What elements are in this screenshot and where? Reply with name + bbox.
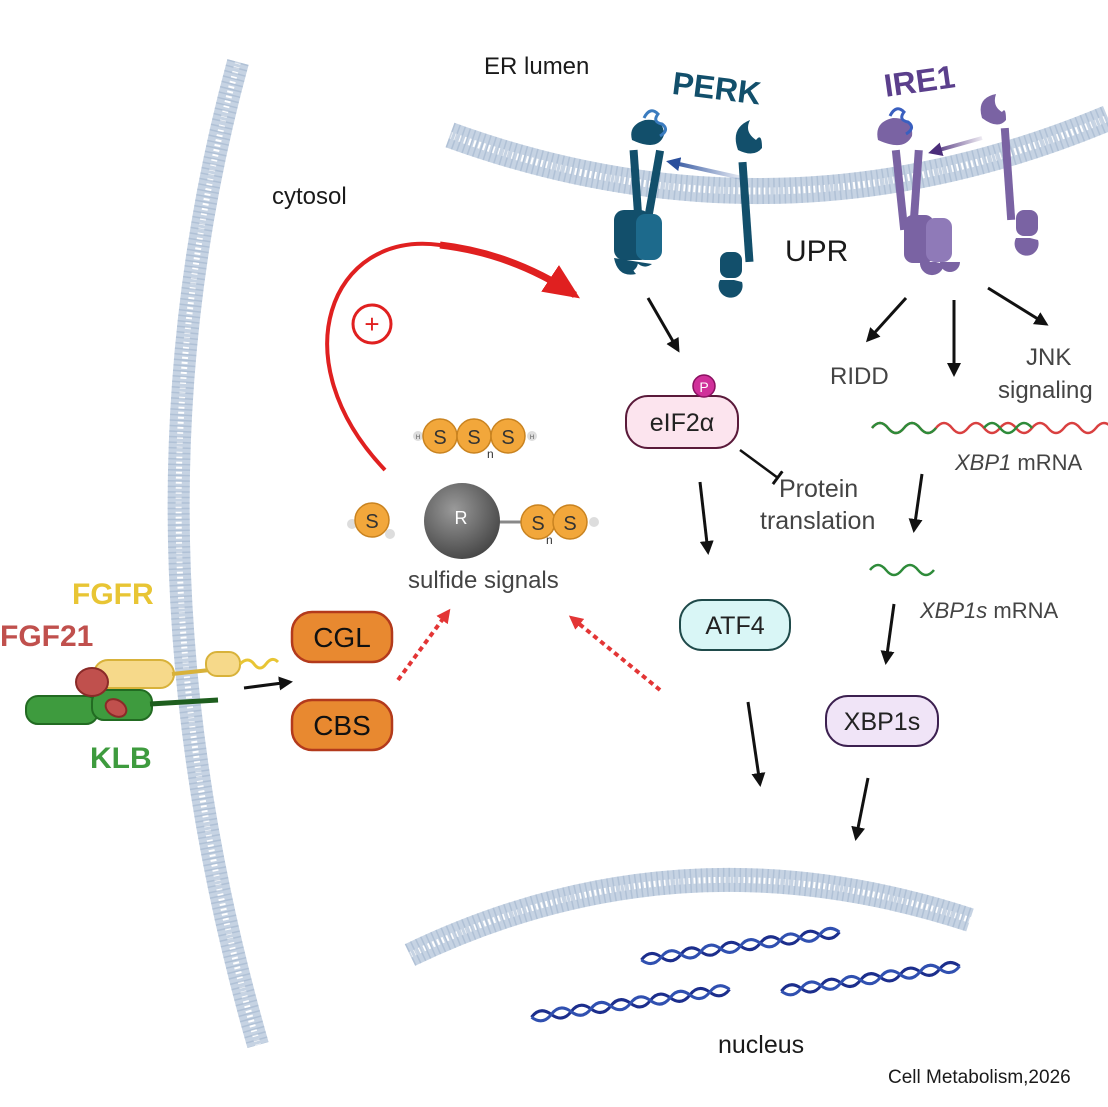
atf4-label: ATF4 — [705, 612, 764, 640]
jnk-label-line1: JNK — [1026, 344, 1071, 371]
eif2a-label: eIF2α — [650, 409, 714, 437]
arrow-xbp1s-mrna-to-protein — [880, 603, 896, 665]
arrow-eif2a-to-atf4 — [698, 481, 714, 555]
protein-translation-line2: translation — [760, 507, 875, 535]
xbp1s-mrna-label: XBP1s mRNA — [919, 598, 1058, 623]
upr-label: UPR — [785, 235, 848, 268]
phosphate-badge — [692, 374, 716, 398]
fgf21-label: FGF21 — [0, 620, 93, 653]
ire1-activation-arrow — [928, 136, 983, 157]
svg-text:S: S — [467, 427, 480, 449]
xbp1s-suffix-text: mRNA — [987, 598, 1058, 623]
fgfr-label: FGFR — [72, 578, 154, 611]
svg-text:S: S — [365, 511, 378, 533]
enzymes-to-sulfide-arrow — [396, 608, 451, 682]
svg-text:S: S — [531, 513, 544, 535]
arrow-perk-to-eif2a — [646, 297, 680, 353]
plus-circle — [351, 303, 393, 345]
ire1-monomer — [980, 94, 1039, 256]
perk-activation-arrow — [666, 157, 743, 180]
svg-text:S: S — [433, 427, 446, 449]
er-lumen-label: ER lumen — [484, 53, 589, 80]
cytosol-label: cytosol — [272, 183, 347, 210]
inhibit-eif2a-translation — [739, 448, 784, 486]
cgl-node: CGL — [290, 610, 394, 664]
svg-text:S: S — [501, 427, 514, 449]
cbs-label: CBS — [313, 710, 371, 741]
fgfr-receptor — [93, 651, 280, 689]
r-label: R — [455, 508, 468, 528]
fgf21-ligand — [75, 667, 128, 718]
sulfide-activation-arrows: + — [325, 241, 662, 692]
sulfide-signal-molecules: H H S S S n S R S S n — [347, 418, 599, 559]
arrow-xbp1s-to-nucleus — [851, 777, 870, 841]
perk-dimer — [614, 109, 667, 275]
pathway-arrows — [243, 286, 1049, 841]
xbp1-mrna-strands — [869, 421, 1108, 577]
jnk-label-line2: signaling — [998, 377, 1093, 404]
protein-r-sphere — [424, 483, 500, 559]
nucleus-label: nucleus — [718, 1031, 804, 1059]
svg-text:S: S — [563, 513, 576, 535]
sulfide-signals-label: sulfide signals — [408, 567, 559, 594]
persulfidated-protein: R S S n — [424, 483, 599, 559]
xbp1s-node: XBP1s — [825, 695, 939, 747]
svg-text:n: n — [546, 533, 553, 547]
ire1-dimer — [877, 107, 960, 276]
perk-monomer — [718, 120, 762, 298]
sulfur-atom — [552, 504, 588, 540]
protein-translation-line1: Protein — [779, 475, 858, 503]
xbp1-mrna-label: XBP1 mRNA — [954, 450, 1082, 475]
ire1-receptor-complex — [877, 94, 1039, 276]
svg-text:H: H — [416, 435, 420, 441]
xbp1s-mrna-wave — [869, 563, 935, 577]
arrow-receptor-to-enzymes — [243, 676, 293, 691]
sulfur-atom — [490, 418, 526, 454]
membranes — [167, 59, 1108, 1049]
ire1-label: IRE1 — [882, 58, 957, 104]
citation-label: Cell Metabolism,2026 — [888, 1067, 1071, 1088]
plus-sign: + — [364, 309, 379, 339]
dna-strand — [530, 984, 731, 1023]
atf4-node: ATF4 — [679, 599, 791, 651]
sulfur-atom — [354, 502, 390, 538]
cbs-node: CBS — [290, 698, 394, 752]
dna-strand — [780, 961, 961, 997]
svg-text:H: H — [530, 435, 534, 441]
arrow-ire1-to-jnk — [987, 286, 1049, 326]
klb-label: KLB — [90, 742, 152, 775]
ridd-label: RIDD — [830, 363, 889, 390]
pathway-nodes: eIF2α P ATF4 XBP1s CGL CBS — [290, 374, 939, 752]
fgf21-receptor-complex — [25, 651, 280, 725]
xbp1s-gene-text: XBP1s — [919, 598, 987, 623]
nuclear-dna — [530, 926, 961, 1023]
hydrogen-sulfide: S — [347, 502, 395, 539]
svg-text:P: P — [699, 379, 708, 395]
svg-text:n: n — [487, 447, 494, 461]
plasma-membrane — [167, 59, 269, 1049]
perk-receptor-complex — [614, 109, 762, 298]
arrow-atf4-to-nucleus — [746, 701, 766, 787]
xbp1-gene-text: XBP1 — [954, 450, 1011, 475]
dna-strand — [640, 926, 841, 965]
upr-to-sulfide-arrow — [568, 615, 662, 692]
xbp1-suffix-text: mRNA — [1011, 450, 1082, 475]
polysulfide-chain: H H S S S n — [413, 418, 537, 461]
arrow-xbp1-splicing — [908, 473, 924, 533]
perk-label: PERK — [670, 65, 763, 112]
eif2a-node: eIF2α P — [625, 374, 739, 449]
arrow-ire1-to-ridd — [865, 296, 908, 343]
cgl-label: CGL — [313, 622, 371, 653]
xbp1s-protein-label: XBP1s — [844, 708, 920, 736]
